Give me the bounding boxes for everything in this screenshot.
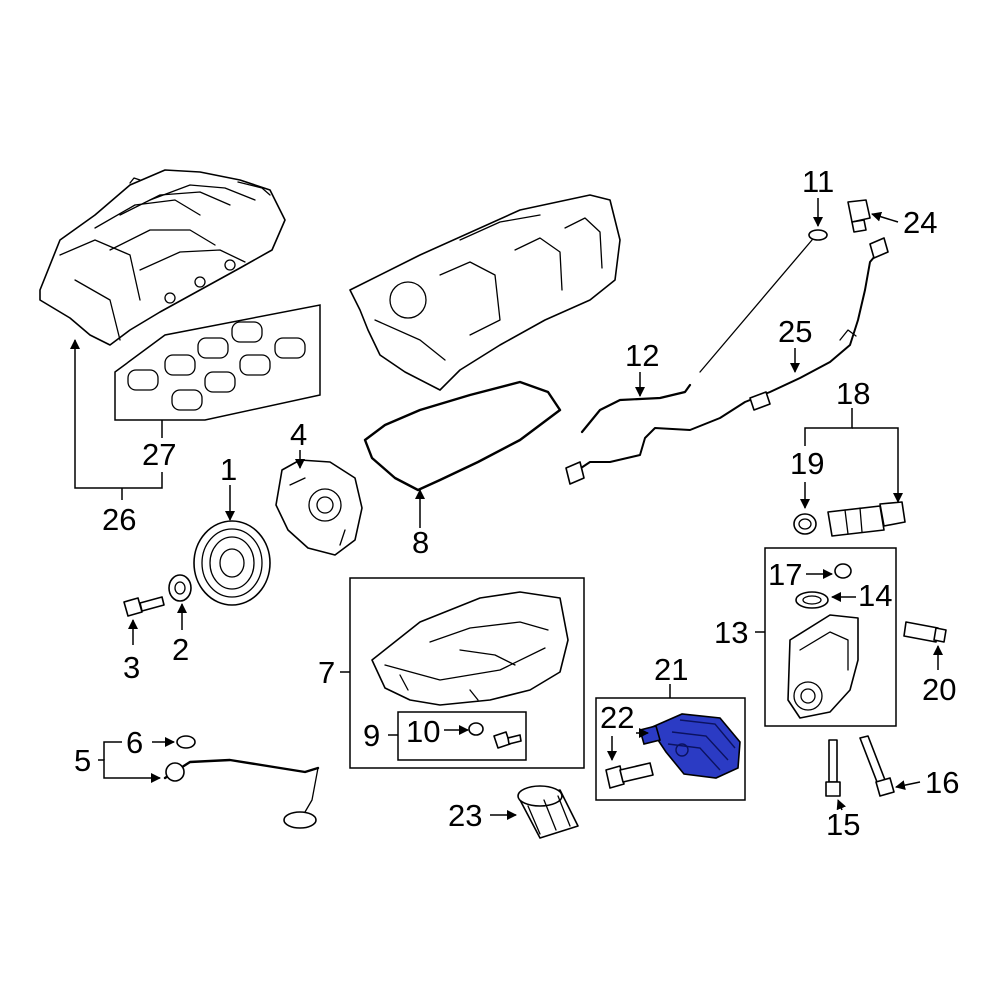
callout-9: 9: [363, 718, 380, 753]
crankshaft-bolt[interactable]: [123, 596, 165, 617]
callout-20: 20: [922, 672, 956, 707]
oil-pan-gasket[interactable]: [363, 380, 562, 492]
crankshaft-washer[interactable]: [168, 574, 192, 602]
callout-12: 12: [625, 338, 659, 373]
engine-block: [349, 194, 621, 391]
oil-pan-box: [349, 577, 585, 769]
callout-16: 16: [925, 765, 959, 800]
oil-pickup-tube[interactable]: [163, 758, 320, 829]
pickup-tube-o-ring[interactable]: [176, 735, 196, 749]
callout-26: 26: [102, 502, 136, 537]
callout-10: 10: [406, 714, 440, 749]
intake-manifold[interactable]: [39, 169, 286, 346]
oil-pump[interactable]: [275, 459, 363, 556]
crankshaft-position-sensor[interactable]: [903, 621, 947, 643]
callout-22: 22: [600, 700, 634, 735]
callout-27: 27: [142, 437, 176, 472]
callout-23: 23: [448, 798, 482, 833]
drain-plug-gasket[interactable]: [468, 722, 484, 736]
oil-temperature-sensor[interactable]: [827, 501, 906, 537]
dipstick-tube[interactable]: [580, 383, 692, 434]
timing-cover-box: [764, 547, 897, 727]
drain-plug[interactable]: [493, 731, 522, 749]
intake-gasket-set[interactable]: [114, 304, 321, 421]
callout-7: 7: [318, 655, 335, 690]
callout-18: 18: [836, 376, 870, 411]
callout-1: 1: [220, 452, 237, 487]
timing-cover-seal[interactable]: [795, 591, 829, 609]
callout-14: 14: [858, 578, 892, 613]
timing-cover-bolt[interactable]: [825, 739, 841, 797]
oil-pan[interactable]: [371, 591, 569, 706]
callout-3: 3: [123, 650, 140, 685]
oil-cooler-bolt[interactable]: [605, 762, 654, 789]
callout-2: 2: [172, 632, 189, 667]
timing-cover-stud-bolt[interactable]: [859, 735, 895, 797]
callout-25: 25: [778, 314, 812, 349]
callout-13: 13: [714, 615, 748, 650]
callout-4: 4: [290, 417, 307, 452]
callout-21: 21: [654, 652, 688, 687]
callout-5: 5: [74, 743, 91, 778]
callout-6: 6: [126, 725, 143, 760]
drain-plug-box: [397, 711, 527, 761]
callout-24: 24: [903, 205, 937, 240]
oil-filter[interactable]: [517, 785, 579, 839]
oil-pressure-switch[interactable]: [847, 199, 871, 233]
callout-17: 17: [768, 557, 802, 592]
callout-19: 19: [790, 446, 824, 481]
callout-15: 15: [826, 807, 860, 842]
callout-8: 8: [412, 525, 429, 560]
callout-11: 11: [802, 164, 834, 199]
timing-cover-plug[interactable]: [834, 563, 852, 579]
timing-cover[interactable]: [787, 614, 859, 719]
crankshaft-pulley[interactable]: [193, 520, 271, 606]
sensor-wiring-harness[interactable]: [565, 237, 889, 485]
oil-dipstick[interactable]: [699, 229, 828, 373]
engine-oil-cooler[interactable]: [639, 713, 741, 779]
sensor-o-ring[interactable]: [793, 513, 817, 535]
